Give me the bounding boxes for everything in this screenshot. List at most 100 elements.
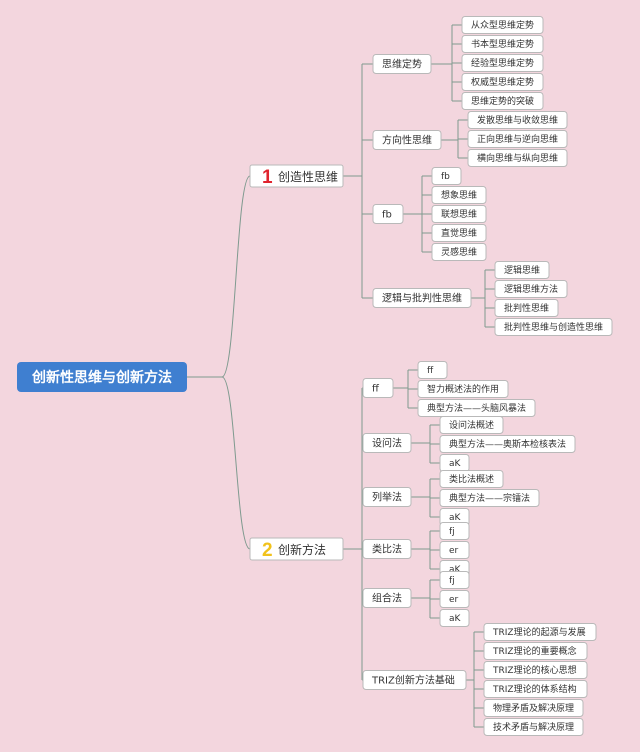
leaf-node: 逻辑思维方法 <box>494 280 568 298</box>
branch-number-badge: 1 <box>262 167 273 188</box>
subtopic-n2_1-label: ff <box>372 384 380 395</box>
leaf-node-box <box>431 205 487 223</box>
leaf-node-box <box>417 380 509 398</box>
leaf-node-box <box>431 186 487 204</box>
leaf-node: 发散思维与收敛思维 <box>467 111 568 129</box>
leaf-node: 灵感思维 <box>431 243 487 261</box>
subtopic-n1_3-box <box>372 204 404 224</box>
leaf-node-label: 逻辑思维方法 <box>504 283 558 295</box>
leaf-node-box <box>461 73 544 91</box>
leaf-node-box <box>494 299 559 317</box>
leaf-node: 经验型思维定势 <box>461 54 544 72</box>
subtopic-n1_1-label: 思维定势 <box>382 58 422 71</box>
leaf-node-label: 典型方法——宗镭法 <box>449 492 530 504</box>
leaf-node-label: 正向思维与逆向思维 <box>477 133 558 145</box>
leaf-node-label: 典型方法——奥斯本检核表法 <box>449 438 566 450</box>
leaf-node-box <box>431 224 487 242</box>
leaf-node: ff <box>417 361 448 379</box>
leaf-node-label: 技术矛盾与解决原理 <box>493 721 574 733</box>
subtopic-n1_2: 方向性思维 <box>372 130 442 150</box>
leaf-node-box <box>494 318 613 336</box>
leaf-node-box <box>439 541 470 559</box>
branch-number-badge: 2 <box>262 540 273 561</box>
subtopic-n1_3: fb <box>372 204 404 224</box>
branch-node-label: 创新方法 <box>278 542 326 557</box>
subtopic-n2_2-box <box>362 433 412 453</box>
leaf-node: TRIZ理论的起源与发展 <box>483 623 597 641</box>
leaf-node-box <box>461 16 544 34</box>
leaf-node-box <box>467 111 568 129</box>
leaf-node: er <box>439 541 470 559</box>
leaf-node: fb <box>431 167 462 185</box>
leaf-node: 设问法概述 <box>439 416 504 434</box>
leaf-node-box <box>483 642 588 660</box>
subtopic-n1_2-box <box>372 130 442 150</box>
leaf-node: aK <box>439 454 470 472</box>
leaf-node-label: 类比法概述 <box>449 473 494 485</box>
leaf-node-label: ff <box>427 366 434 376</box>
leaf-node-box <box>461 35 544 53</box>
leaf-node: 正向思维与逆向思维 <box>467 130 568 148</box>
leaf-node-box <box>467 149 568 167</box>
leaf-node-label: 书本型思维定势 <box>471 38 534 50</box>
leaf-node: 批判性思维 <box>494 299 559 317</box>
leaf-node-label: 直觉思维 <box>441 227 477 239</box>
leaf-node-box <box>439 435 576 453</box>
leaf-node-label: 思维定势的突破 <box>471 95 534 107</box>
leaf-node: fj <box>439 522 470 540</box>
leaf-node: fj <box>439 571 470 589</box>
leaf-node: 直觉思维 <box>431 224 487 242</box>
leaf-node: 权威型思维定势 <box>461 73 544 91</box>
leaf-node: TRIZ理论的核心思想 <box>483 661 588 679</box>
leaf-node-box <box>439 590 470 608</box>
leaf-node-label: TRIZ理论的重要概念 <box>492 645 577 657</box>
leaf-node: 思维定势的突破 <box>461 92 544 110</box>
branch-node-n2: 2 创新方法 <box>249 537 344 561</box>
subtopic-n2_4: 类比法 <box>362 539 412 559</box>
leaf-node-label: 批判性思维与创造性思维 <box>504 321 603 333</box>
leaf-node-box <box>483 661 588 679</box>
leaf-node-label: TRIZ理论的体系结构 <box>492 683 577 695</box>
branch-link-n2 <box>221 376 251 550</box>
subtopic-n1_1: 思维定势 <box>372 54 432 74</box>
leaf-node-label: fb <box>441 172 450 182</box>
subtopic-n2_3-box <box>362 487 412 507</box>
leaf-node-box <box>483 699 584 717</box>
leaf-node-label: 批判性思维 <box>504 302 549 314</box>
subtopic-n1_2-label: 方向性思维 <box>382 134 432 147</box>
leaf-node: 典型方法——奥斯本检核表法 <box>439 435 576 453</box>
leaf-node-label: 设问法概述 <box>449 419 494 431</box>
subtopic-n2_6: TRIZ创新方法基础 <box>362 670 467 690</box>
subtopic-n2_2-label: 设问法 <box>372 437 402 450</box>
leaf-node: 物理矛盾及解决原理 <box>483 699 584 717</box>
leaf-node-label: 从众型思维定势 <box>471 19 534 31</box>
leaf-node-box <box>483 623 597 641</box>
leaf-node: 技术矛盾与解决原理 <box>483 718 584 736</box>
leaf-node-label: fj <box>449 576 455 586</box>
leaf-node: TRIZ理论的重要概念 <box>483 642 588 660</box>
leaf-node-label: 想象思维 <box>441 189 477 201</box>
subtopic-n1_3-label: fb <box>382 210 392 221</box>
mind-map-nodes: 创新性思维与创新方法 1 创造性思维 思维定势 从众型思维定势书本型思维定势经验型思维定… <box>17 16 613 736</box>
subtopic-n1_4-box <box>372 288 472 308</box>
leaf-node-box <box>461 92 544 110</box>
leaf-node: 书本型思维定势 <box>461 35 544 53</box>
branch-node-n1: 1 创造性思维 <box>249 164 344 188</box>
leaf-node-label: aK <box>449 459 462 469</box>
leaf-node-label: aK <box>449 513 462 523</box>
subtopic-n2_5-label: 组合法 <box>372 592 402 605</box>
leaf-node-label: TRIZ理论的核心思想 <box>492 664 577 676</box>
leaf-node-label: aK <box>449 614 462 624</box>
leaf-node-label: 联想思维 <box>441 208 477 220</box>
leaf-node-box <box>439 571 470 589</box>
branch-node-label: 创造性思维 <box>278 170 338 184</box>
leaf-node: er <box>439 590 470 608</box>
leaf-node-box <box>483 718 584 736</box>
root-node-label: 创新性思维与创新方法 <box>31 369 172 386</box>
leaf-node-label: 物理矛盾及解决原理 <box>493 702 574 714</box>
leaf-node-label: 横向思维与纵向思维 <box>477 152 558 164</box>
leaf-node: 从众型思维定势 <box>461 16 544 34</box>
leaf-node: 横向思维与纵向思维 <box>467 149 568 167</box>
leaf-node: 智力概述法的作用 <box>417 380 509 398</box>
leaf-node-label: 发散思维与收敛思维 <box>477 114 558 126</box>
